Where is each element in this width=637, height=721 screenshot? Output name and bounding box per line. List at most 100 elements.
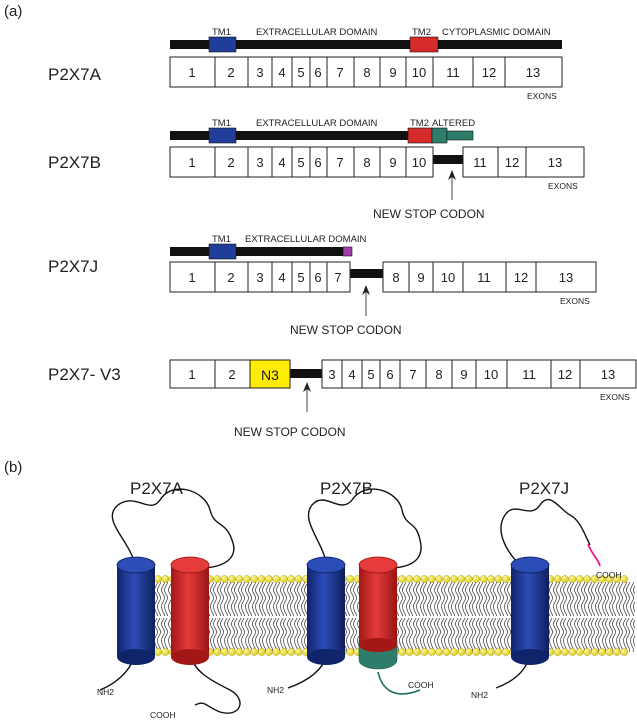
p2x7j-new-stop-codon-label: NEW STOP CODON bbox=[290, 323, 402, 337]
lipid-head bbox=[590, 648, 599, 656]
p2x7a-tm1-cylinder bbox=[117, 565, 155, 657]
lipid-head bbox=[242, 575, 251, 583]
exon-label: 9 bbox=[460, 367, 467, 382]
p2x7b-name: P2X7B bbox=[48, 153, 101, 172]
exon-label: 8 bbox=[363, 155, 370, 170]
exon-label: 7 bbox=[336, 65, 343, 80]
exon-label: 12 bbox=[505, 155, 519, 170]
exon-label: 3 bbox=[256, 65, 263, 80]
lipid-head bbox=[405, 575, 414, 583]
exon-label: 8 bbox=[363, 65, 370, 80]
lipid-head bbox=[442, 648, 451, 656]
lipid-head bbox=[154, 575, 162, 583]
exon-label: 11 bbox=[477, 270, 491, 285]
p2x7j-intron-bar bbox=[350, 269, 383, 278]
exon-label: 10 bbox=[441, 270, 455, 285]
p2x7a-cooh-label: COOH bbox=[150, 710, 176, 720]
lipid-head bbox=[620, 648, 629, 656]
exon-label: 11 bbox=[446, 65, 460, 80]
exon-label: 4 bbox=[278, 155, 285, 170]
lipid-head bbox=[472, 648, 481, 656]
exon-label: 6 bbox=[314, 65, 321, 80]
p2x7a-exons-label: EXONS bbox=[527, 91, 557, 101]
exon-box bbox=[506, 359, 552, 389]
exon-label: 8 bbox=[392, 270, 399, 285]
exon-label: 2 bbox=[228, 367, 235, 382]
lipid-head bbox=[435, 648, 444, 656]
p2x7v3-stop-arrow bbox=[303, 382, 311, 412]
lipid-head bbox=[272, 575, 281, 583]
exon-label: 8 bbox=[435, 367, 442, 382]
p2x7v3-intron-bar bbox=[290, 369, 322, 378]
exon-box bbox=[169, 261, 216, 293]
p2x7j-protein-bar bbox=[170, 247, 343, 256]
lipid-head bbox=[501, 575, 510, 583]
exon-label: 1 bbox=[188, 65, 195, 80]
lipid-head bbox=[613, 648, 621, 656]
lipid-head bbox=[561, 575, 569, 583]
exon-box bbox=[382, 261, 410, 293]
p2x7a-tm2-label: TM2 bbox=[412, 27, 431, 38]
p2x7a-tm1-label: TM1 bbox=[212, 27, 231, 38]
p2x7j-extracellular-loop bbox=[500, 498, 591, 566]
lipid-head bbox=[398, 648, 407, 656]
lipid-head bbox=[346, 648, 355, 656]
lipid-head bbox=[450, 648, 458, 656]
exon-label: 10 bbox=[412, 155, 426, 170]
lipid-head bbox=[576, 648, 584, 656]
panel-a-label: (a) bbox=[4, 3, 22, 20]
lipid-head bbox=[294, 575, 303, 583]
exon-label: 4 bbox=[348, 367, 355, 382]
p2x7b-tm1-cylinder bbox=[307, 565, 345, 657]
exon-box bbox=[326, 261, 351, 293]
lipid-head bbox=[420, 648, 429, 656]
p2x7b-tm2-block bbox=[407, 127, 433, 144]
exon-label: 3 bbox=[328, 367, 335, 382]
receptor-b-title: P2X7B bbox=[320, 479, 373, 498]
p2x7b-tm1-label: TM1 bbox=[212, 118, 231, 129]
exon-box bbox=[462, 146, 499, 178]
exon-label: 5 bbox=[367, 367, 374, 382]
lipid-head bbox=[154, 648, 162, 656]
p2x7b-protein-bar bbox=[170, 131, 432, 140]
exon-label: 9 bbox=[389, 155, 396, 170]
lipid-head bbox=[235, 648, 244, 656]
lipid-head bbox=[287, 648, 296, 656]
exon-box bbox=[525, 146, 585, 178]
p2x7a-nh2-label: NH2 bbox=[97, 687, 114, 697]
lipid-head bbox=[457, 575, 466, 583]
exon-label: 7 bbox=[336, 155, 343, 170]
p2x7a-tm2-block bbox=[409, 36, 439, 53]
lipid-head bbox=[257, 648, 266, 656]
lipid-head bbox=[294, 648, 303, 656]
exon-label: 9 bbox=[389, 65, 396, 80]
lipid-head bbox=[501, 648, 510, 656]
lipid-head bbox=[583, 648, 592, 656]
lipid-head bbox=[213, 575, 221, 583]
lipid-head bbox=[427, 575, 436, 583]
p2x7a-exon-row: 1 2 3 4 5 6 7 8 9 10 11 12 13 bbox=[169, 56, 563, 88]
lipid-head bbox=[413, 575, 421, 583]
p2x7b-altered-tail bbox=[446, 130, 474, 141]
p2x7a-tm1-block bbox=[208, 36, 237, 53]
p2x7b-intron-bar bbox=[433, 155, 463, 164]
exon-label: 1 bbox=[188, 270, 195, 285]
lipid-head bbox=[553, 648, 562, 656]
p2x7b-new-stop-codon-label: NEW STOP CODON bbox=[373, 207, 485, 221]
p2x7a-tm2-cylinder bbox=[171, 565, 209, 657]
lipid-head bbox=[457, 648, 466, 656]
exon-box bbox=[247, 146, 273, 178]
exon-n3-label: N3 bbox=[261, 367, 279, 383]
lipid-head bbox=[346, 575, 355, 583]
lipid-head bbox=[287, 575, 296, 583]
p2x7v3-name: P2X7- V3 bbox=[48, 365, 121, 384]
receptor-j-title: P2X7J bbox=[519, 479, 569, 498]
p2x7b-nh2-label: NH2 bbox=[267, 685, 284, 695]
lipid-head bbox=[265, 575, 273, 583]
p2x7b-tm2-cylinder bbox=[359, 565, 397, 645]
exon-box bbox=[353, 146, 381, 178]
exon-box bbox=[425, 359, 453, 389]
exon-box bbox=[214, 359, 251, 389]
exon-label: 5 bbox=[297, 155, 304, 170]
receptor-p2x7a: NH2 COOH bbox=[97, 488, 241, 720]
